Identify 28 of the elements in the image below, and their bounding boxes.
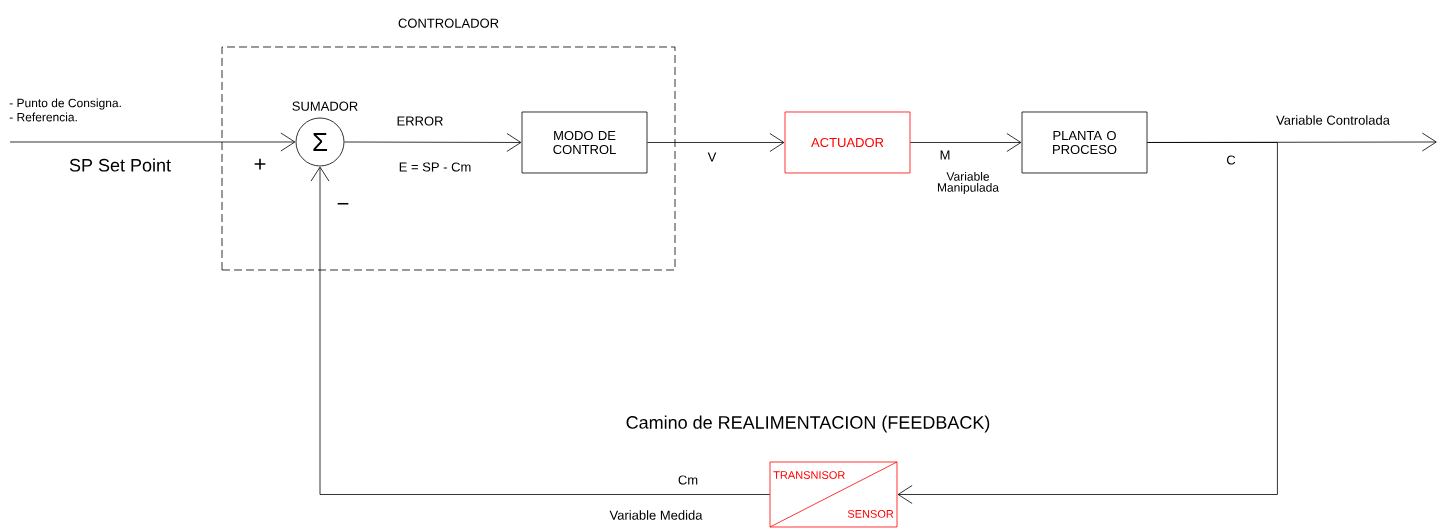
text-label: SP Set Point [69,158,171,172]
arrow [897,142,1278,504]
text-label: E = SP - Cm [399,162,471,172]
text-label: Camino de REALIMENTACION (FEEDBACK) [626,415,990,433]
edge-label: Variable Controlada [1276,115,1390,125]
summing-junction: SUMADOR Σ [292,101,358,167]
text-label: Variable Manipulada [937,171,999,195]
text-label: − [337,202,349,205]
arrow [910,133,1022,152]
block-box: MODO DE CONTROL [521,111,648,174]
block-box: ACTUADOR [784,111,911,174]
arrow [344,133,522,152]
text-label: C [1226,155,1236,165]
edge-label: V [707,152,717,162]
text-label: Variable Medida [609,510,703,520]
node-label: CONTROLADOR [398,18,499,28]
arrow [647,133,785,152]
arrow [9,132,296,152]
edge-label: M [940,150,950,160]
sensor-box: TRANSNISOR SENSOR [769,461,898,528]
text-label: - Referencia. [9,112,77,122]
edge-label: ERROR [397,116,443,126]
edge-label: Cm [678,475,698,485]
arrow [310,166,770,495]
node-label: SUMADOR [292,101,358,111]
text-label: + [254,158,266,170]
block-box: PLANTA O PROCESO [1021,111,1148,174]
text-label: - Punto de Consigna. [9,98,121,110]
